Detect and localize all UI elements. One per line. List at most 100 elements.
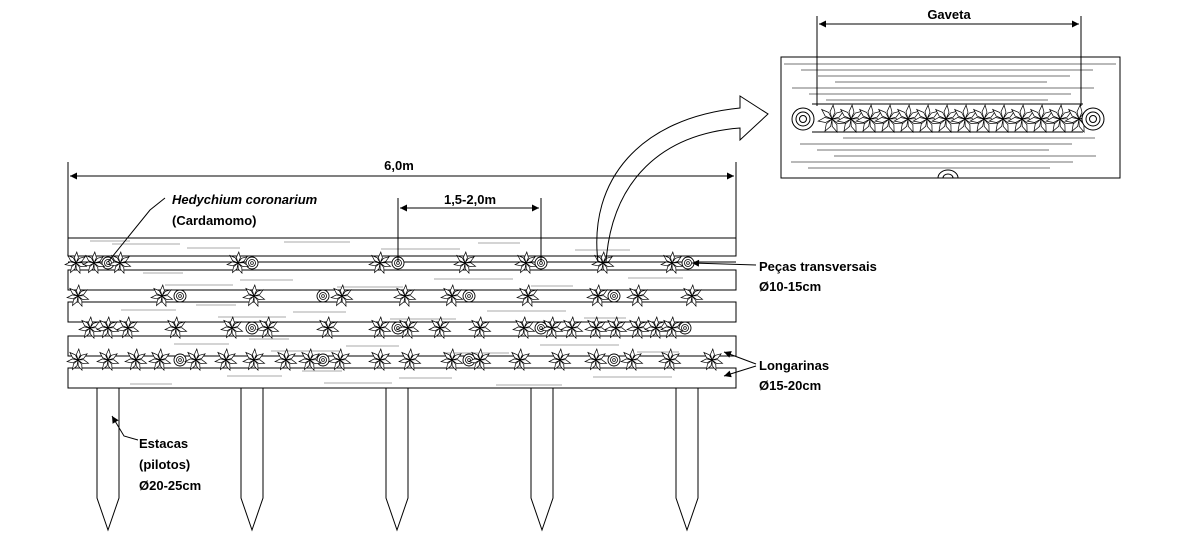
stakes-callout: Estacas (pilotos) Ø20-25cm xyxy=(111,415,201,493)
plant-41 xyxy=(124,347,148,372)
plant-33 xyxy=(560,315,584,340)
plant-46 xyxy=(274,347,298,372)
plant-37 xyxy=(644,315,668,340)
plant-48 xyxy=(328,347,352,372)
detail-plant-9 xyxy=(969,103,999,133)
log-end-6 xyxy=(173,289,187,303)
detail-plants-group xyxy=(817,103,1094,133)
plant-20 xyxy=(78,315,102,340)
plant-53 xyxy=(508,347,532,372)
plant-30 xyxy=(468,315,492,340)
plant-39 xyxy=(66,347,90,372)
stakes-alt-label: (pilotos) xyxy=(139,457,190,472)
plant-17 xyxy=(586,283,610,308)
plant-51 xyxy=(440,347,464,372)
detail-plant-3 xyxy=(855,103,885,133)
detail-plant-7 xyxy=(931,103,961,133)
plant-19 xyxy=(680,283,704,308)
plant-24 xyxy=(220,315,244,340)
plant-36 xyxy=(626,315,650,340)
plant-42 xyxy=(148,347,172,372)
plant-15 xyxy=(440,283,464,308)
transversal-label: Peças transversais xyxy=(759,259,877,274)
species-callout: Hedychium coronarium (Cardamomo) xyxy=(107,192,318,263)
plant-58 xyxy=(700,347,724,372)
stake-1 xyxy=(96,371,120,532)
species-common-name: (Cardamomo) xyxy=(172,213,257,228)
plant-13 xyxy=(330,283,354,308)
species-name: Hedychium coronarium xyxy=(172,192,318,207)
log-end-9 xyxy=(607,289,621,303)
log-end-16 xyxy=(462,353,476,367)
detail-title: Gaveta xyxy=(927,7,971,22)
log-end-11 xyxy=(391,321,405,335)
plant-40 xyxy=(96,347,120,372)
log-end-2 xyxy=(245,256,259,270)
plant-9 xyxy=(660,250,684,275)
plant-18 xyxy=(626,283,650,308)
stake-5 xyxy=(675,371,699,532)
log-end-17 xyxy=(607,353,621,367)
detail-plant-4 xyxy=(874,103,904,133)
plant-23 xyxy=(164,315,188,340)
detail-log-bottom xyxy=(937,169,959,179)
longarinas-diameter: Ø15-20cm xyxy=(759,378,821,393)
log-end-10 xyxy=(245,321,259,335)
plant-2 xyxy=(82,250,106,275)
detail-plant-8 xyxy=(950,103,980,133)
plant-43 xyxy=(184,347,208,372)
plant-35 xyxy=(604,315,628,340)
detail-log-right xyxy=(1081,107,1105,131)
log-end-15 xyxy=(316,353,330,367)
plant-32 xyxy=(540,315,564,340)
plant-6 xyxy=(453,250,477,275)
stakes-label: Estacas xyxy=(139,436,188,451)
plant-26 xyxy=(316,315,340,340)
plant-34 xyxy=(584,315,608,340)
plant-1 xyxy=(64,250,88,275)
dimension-spacing: 1,5-2,0m xyxy=(397,192,542,262)
detail-plant-6 xyxy=(912,103,942,133)
detail-plant-11 xyxy=(1007,103,1037,133)
detail-wood-grain xyxy=(784,63,1116,169)
plant-3 xyxy=(108,250,132,275)
detail-plant-5 xyxy=(893,103,923,133)
beam-2 xyxy=(67,269,737,291)
plant-57 xyxy=(658,347,682,372)
transversal-diameter: Ø10-15cm xyxy=(759,279,821,294)
log-end-12 xyxy=(534,321,548,335)
plant-16 xyxy=(516,283,540,308)
plant-45 xyxy=(242,347,266,372)
plant-44 xyxy=(214,347,238,372)
detail-log-left xyxy=(791,107,815,131)
stakes-group xyxy=(96,371,699,532)
plant-21 xyxy=(96,315,120,340)
longarinas-label: Longarinas xyxy=(759,358,829,373)
log-end-7 xyxy=(316,289,330,303)
stake-3 xyxy=(385,371,409,532)
plant-50 xyxy=(398,347,422,372)
stake-4 xyxy=(530,371,554,532)
plant-54 xyxy=(548,347,572,372)
detail-plant-12 xyxy=(1026,103,1056,133)
plant-31 xyxy=(512,315,536,340)
log-end-14 xyxy=(173,353,187,367)
log-end-13 xyxy=(678,321,692,335)
total-length-label: 6,0m xyxy=(384,158,414,173)
detail-plant-10 xyxy=(988,103,1018,133)
beam-3 xyxy=(67,301,737,323)
plant-14 xyxy=(393,283,417,308)
detail-box: Gaveta xyxy=(780,7,1121,179)
detail-plant-1 xyxy=(817,103,847,133)
detail-pointer-arrow xyxy=(596,95,769,263)
plant-52 xyxy=(468,347,492,372)
stakes-diameter: Ø20-25cm xyxy=(139,478,201,493)
plant-29 xyxy=(428,315,452,340)
beam-5 xyxy=(67,367,737,389)
plant-49 xyxy=(368,347,392,372)
plant-56 xyxy=(620,347,644,372)
log-end-8 xyxy=(462,289,476,303)
plant-12 xyxy=(242,283,266,308)
log-end-4 xyxy=(534,256,548,270)
